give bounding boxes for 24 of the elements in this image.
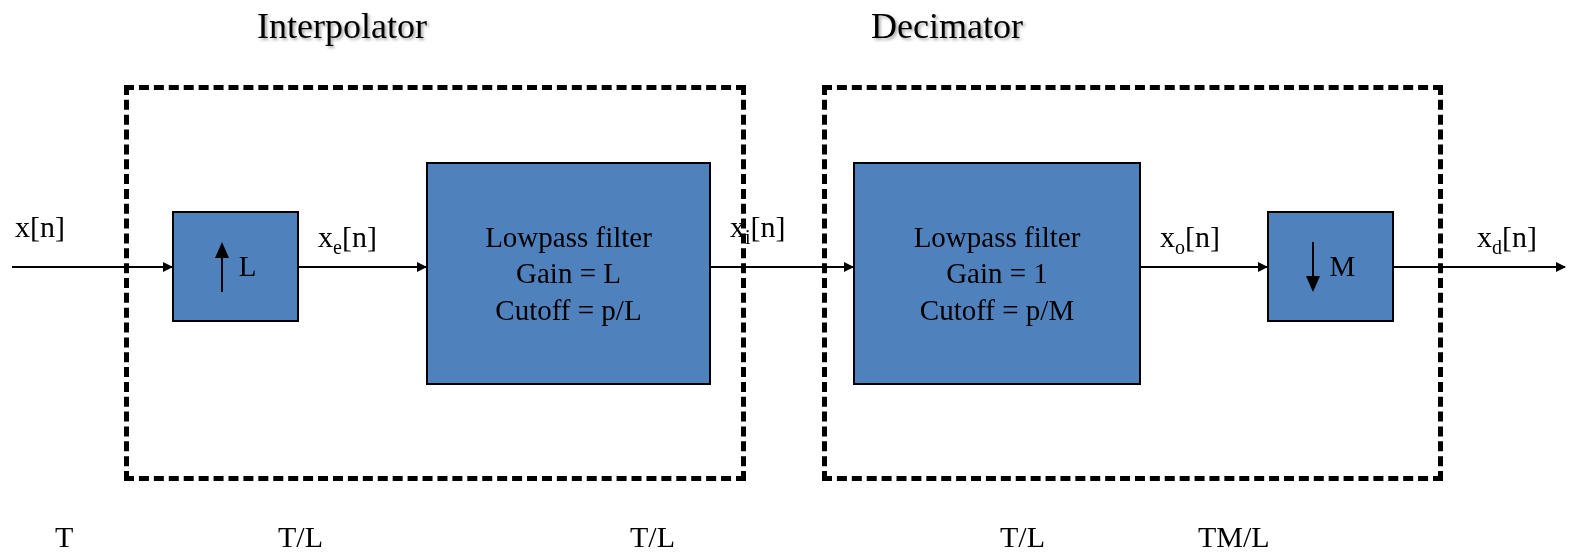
signal-label: x$_{e}$[n] [318, 220, 377, 259]
signal-arrow [1140, 262, 1268, 272]
filter-block [853, 162, 1141, 385]
sampling-period-label: T [55, 520, 74, 554]
sampling-period-label: T/L [1000, 520, 1045, 554]
filter-block [426, 162, 711, 385]
block-text: Lowpass filter Gain = L Cutoff = p/L [484, 220, 653, 328]
signal-arrow [298, 262, 427, 272]
signal-arrow [710, 262, 854, 272]
upsampler-block [172, 211, 299, 322]
signal-arrow [1393, 262, 1566, 272]
signal-label: x[n] [15, 210, 65, 244]
downsampler-block [1267, 211, 1394, 322]
block-text: L [238, 249, 257, 285]
signal-label: x$_{d}$[n] [1477, 220, 1537, 259]
sampling-period-label: TM/L [1198, 520, 1270, 554]
sampling-period-label: T/L [278, 520, 323, 554]
block-text: M [1329, 249, 1356, 285]
signal-label: x$_{o}$[n] [1160, 220, 1220, 259]
sampling-period-label: T/L [630, 520, 675, 554]
block-text: Lowpass filter Gain = 1 Cutoff = p/M [912, 220, 1082, 328]
group-heading: Decimator [871, 5, 1023, 47]
signal-arrow [11, 262, 173, 272]
group-heading: Interpolator [257, 5, 427, 47]
